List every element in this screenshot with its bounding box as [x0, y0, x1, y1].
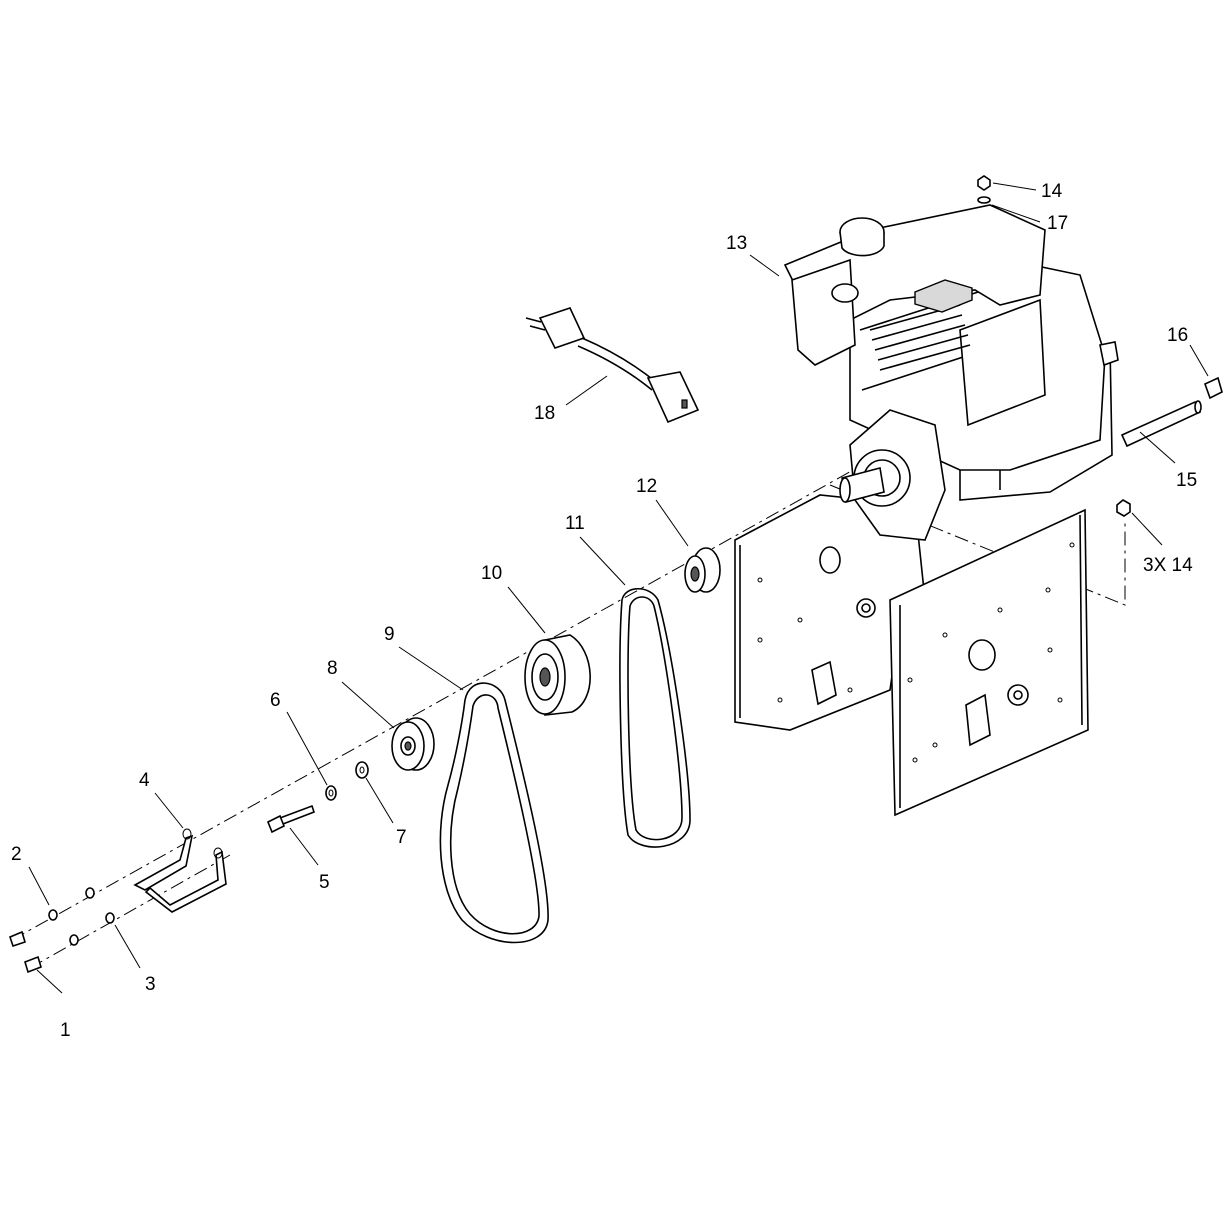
frame-holes	[757, 542, 1075, 763]
engine	[783, 204, 1119, 541]
part-14-nut-top	[977, 175, 991, 191]
leader-lines	[28, 182, 1209, 994]
label-4: 4	[139, 770, 150, 791]
label-14: 14	[1041, 181, 1063, 202]
part-12-pulley	[684, 547, 721, 593]
part-9-belt	[439, 682, 549, 944]
part-7-washer	[355, 761, 369, 779]
label-3: 3	[145, 974, 156, 995]
oil-cap	[831, 283, 859, 303]
part-17-washer	[977, 196, 991, 204]
part-8-idler-pulley	[391, 717, 435, 771]
label-12: 12	[636, 476, 657, 497]
part-10-pulley	[524, 634, 591, 716]
cylinder-fins	[869, 304, 971, 371]
label-8: 8	[327, 658, 338, 679]
label-6: 6	[270, 690, 281, 711]
part-1-bolt	[9, 930, 42, 974]
label-2: 2	[11, 844, 22, 865]
label-7: 7	[396, 827, 407, 848]
label-11: 11	[565, 513, 585, 534]
label-9: 9	[384, 624, 395, 645]
part-18-power-cord	[525, 307, 700, 424]
assembly-axis-lines	[11, 454, 1126, 969]
part-15-rod	[1120, 400, 1202, 448]
part-11-belt	[619, 587, 691, 848]
part-3-washer	[69, 912, 115, 946]
callout-labels: 1 2 3 4 5 6 7 8 9 10 11 12 13 14 15 16 1…	[11, 181, 1197, 1041]
label-1: 1	[60, 1020, 71, 1041]
frame-plate-front	[757, 508, 1089, 817]
part-5-bolt	[266, 804, 316, 834]
part-14-nut-side	[1116, 499, 1131, 517]
label-18: 18	[534, 403, 555, 424]
part-16-cap	[1204, 376, 1223, 400]
part-2-washer	[48, 887, 95, 921]
label-3x14: 3X 14	[1143, 555, 1193, 576]
label-10: 10	[481, 563, 502, 584]
label-13: 13	[726, 233, 747, 254]
label-15: 15	[1176, 470, 1197, 491]
label-17: 17	[1047, 213, 1068, 234]
part-4-bracket	[133, 828, 227, 913]
label-16: 16	[1167, 325, 1188, 346]
label-5: 5	[319, 872, 330, 893]
part-6-washer	[325, 785, 337, 801]
slot-hole	[811, 660, 837, 706]
frame-plate-rear	[734, 494, 926, 731]
